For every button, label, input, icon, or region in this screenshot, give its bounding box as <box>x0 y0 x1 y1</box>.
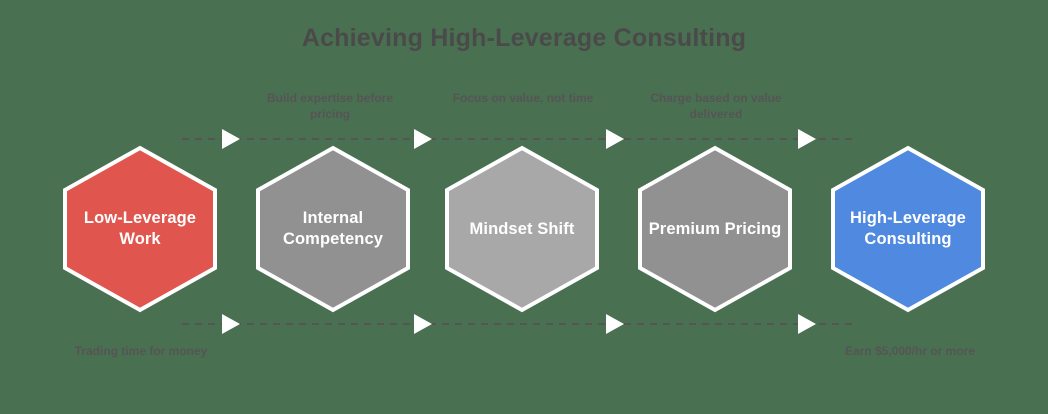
edge-caption-trading-time: Trading time for money <box>74 344 208 358</box>
hexagon-shape <box>63 145 217 313</box>
hexagon-shape <box>256 145 410 313</box>
arrow-right-icon <box>798 314 816 334</box>
node-label: Low-Leverage Work <box>83 209 197 248</box>
edge-caption-build-expertise: Build expertise before pricing <box>266 91 394 121</box>
node-label: High-Leverage Consulting <box>850 209 966 248</box>
hexagon-shape <box>638 145 792 313</box>
node-low-leverage-work[interactable]: Low-Leverage Work <box>62 145 218 313</box>
arrow-right-icon <box>222 314 240 334</box>
node-label: Internal Competency <box>282 209 384 248</box>
arrow-right-icon <box>606 314 624 334</box>
node-mindset-shift[interactable]: Mindset Shift <box>444 145 600 313</box>
node-premium-pricing[interactable]: Premium Pricing <box>637 145 793 313</box>
page-title: Achieving High-Leverage Consulting <box>301 24 747 52</box>
hexagon-shape <box>831 145 985 313</box>
node-label: Premium Pricing <box>648 219 782 238</box>
node-internal-competency[interactable]: Internal Competency <box>255 145 411 313</box>
edge-caption-focus-on-value: Focus on value, not time <box>452 91 594 105</box>
edge-caption-earn-rate: Earn $5,000/hr or more <box>844 344 976 358</box>
node-high-leverage-consulting[interactable]: High-Leverage Consulting <box>830 145 986 313</box>
edge-caption-charge-on-value: Charge based on value delivered <box>650 91 782 121</box>
arrow-right-icon <box>414 314 432 334</box>
node-row: Low-Leverage Work Internal Competency Mi… <box>0 145 1048 313</box>
hexagon-shape <box>445 145 599 313</box>
connector-line-bottom <box>182 314 858 334</box>
node-label: Mindset Shift <box>469 219 575 238</box>
